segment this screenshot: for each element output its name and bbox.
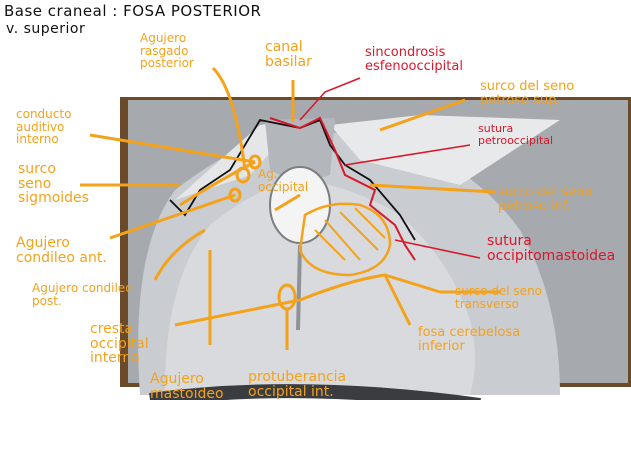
- label-conducto-auditivo-interno: conducto auditivo interno: [16, 107, 72, 147]
- fossa-floor: [165, 180, 475, 395]
- label-fosa-cerebelosa-inferior: fosa cerebelosa inferior: [418, 325, 521, 354]
- right-petrous-ridge: [330, 115, 560, 185]
- leader-rasgado: [211, 66, 247, 171]
- label-cresta-occipital-interna: cresta occipital interna: [90, 321, 149, 367]
- leader-cresta: [174, 298, 301, 327]
- internal-occipital-crest: [296, 244, 302, 331]
- red-suture-line: [269, 116, 416, 261]
- cerebellar-fossa-hatch: [314, 207, 386, 261]
- leader-ag-occipital: [274, 193, 301, 212]
- label-canal-basilar: canal basilar: [265, 39, 312, 70]
- label-sutura-occipitomastoidea: sutura occipitomastoidea: [487, 233, 616, 264]
- transverse-sinus-groove: [299, 273, 441, 302]
- label-agujero-rasgado-posterior: Agujero rasgado posterior: [140, 31, 194, 71]
- label-surco-petroso-inf: surco del seno petroso inf.: [498, 185, 593, 214]
- label-sutura-petrooccipital: sutura petrooccipital: [478, 122, 554, 147]
- cerebellar-fossa-outline: [298, 202, 392, 277]
- label-surco-petroso-sup: surco del seno petroso sup.: [480, 79, 575, 108]
- red-leader-petrooccipital: [344, 144, 471, 166]
- figure-title: Base craneal : FOSA POSTERIOR: [4, 2, 262, 20]
- label-protuberancia-occipital-int: protuberancia occipital int.: [248, 369, 347, 400]
- red-leader-occipitomastoidea: [394, 239, 481, 259]
- label-surco-seno-transverso: surco del seno transverso: [455, 284, 543, 311]
- leader-fosa-cerebelosa: [383, 274, 412, 326]
- leader-petroso-sup: [379, 98, 466, 132]
- leader-petroso-inf: [369, 183, 496, 194]
- label-agujero-condileo-post: Agujero condileo post.: [32, 281, 133, 308]
- bottom-mask: [0, 400, 631, 460]
- leader-condileo-ant: [109, 193, 236, 240]
- figure-subtitle: v. superior: [6, 21, 86, 37]
- label-surco-seno-sigmoides: surco seno sigmoides: [18, 161, 89, 207]
- leader-condileo-post: [153, 228, 206, 281]
- orange-annotations: [80, 66, 500, 350]
- label-ag-occipital: Ag. occipital: [258, 167, 309, 194]
- occipital-protuberance-circle: [277, 283, 297, 311]
- clivus: [265, 118, 335, 185]
- red-leader-sincondrosis: [299, 77, 361, 121]
- jugular-foramen-circle: [235, 166, 251, 184]
- leader-conducto: [89, 133, 256, 164]
- label-agujero-mastoideo: Agujero mastoideo: [150, 371, 224, 402]
- occipital-rim: [149, 384, 481, 412]
- label-sincondrosis-esfenooccipital: sincondrosis esfenooccipital: [365, 45, 463, 74]
- condylar-foramen-circle: [228, 187, 242, 203]
- sigmoid-sinus-groove: [179, 160, 256, 207]
- label-agujero-condileo-ant: Agujero condileo ant.: [16, 235, 107, 266]
